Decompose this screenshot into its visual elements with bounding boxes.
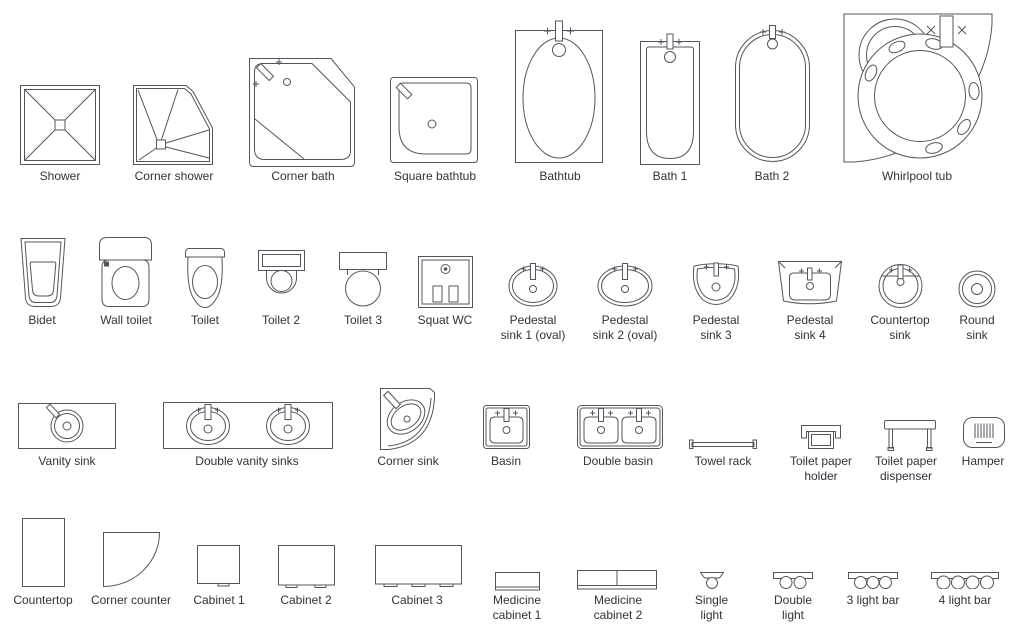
cabinet-3-icon [375, 545, 462, 587]
pedestal-sink-4-icon [777, 261, 843, 305]
bathtub-icon [515, 20, 603, 163]
pedestal-sink-3-label: Pedestal sink 3 [692, 313, 740, 342]
towel-rack-icon [689, 439, 757, 449]
cabinet-2-label: Cabinet 2 [280, 593, 332, 607]
squat-wc-icon [418, 256, 473, 308]
three-light-bar-label: 3 light bar [846, 593, 900, 607]
toilet-paper-dispenser-label: Toilet paper dispenser [874, 454, 938, 483]
bath-1-label: Bath 1 [652, 169, 688, 183]
toilet-paper-holder-icon [801, 425, 841, 449]
single-light-icon [700, 572, 724, 589]
pedestal-sink-3-icon [692, 262, 740, 305]
shower-label: Shower [39, 169, 81, 183]
corner-shower-label: Corner shower [134, 169, 214, 183]
double-light-label: Double light [773, 593, 813, 622]
squat-wc-label: Squat WC [417, 313, 473, 327]
corner-shower-icon [133, 85, 213, 165]
corner-sink-icon [380, 388, 435, 450]
double-basin-label: Double basin [582, 454, 654, 468]
wall-toilet-icon [99, 237, 152, 307]
shower-icon [20, 85, 100, 165]
basin-label: Basin [490, 454, 522, 468]
double-vanity-sinks-label: Double vanity sinks [195, 454, 299, 468]
round-sink-label: Round sink [959, 313, 995, 342]
whirlpool-tub-label: Whirlpool tub [881, 169, 953, 183]
medicine-cabinet-2-label: Medicine cabinet 2 [593, 593, 643, 622]
toilet-label: Toilet [190, 313, 219, 327]
pedestal-sink-1-icon [508, 263, 558, 307]
whirlpool-tub-icon [843, 13, 993, 163]
toilet-paper-dispenser-icon [884, 420, 936, 451]
round-sink-icon [958, 270, 996, 308]
corner-bath-icon [249, 58, 355, 167]
bidet-icon [20, 238, 66, 307]
bath-2-icon [735, 25, 810, 162]
corner-counter-label: Corner counter [90, 593, 172, 607]
wall-toilet-label: Wall toilet [100, 313, 152, 327]
bathtub-label: Bathtub [539, 169, 581, 183]
four-light-bar-label: 4 light bar [938, 593, 992, 607]
toilet-3-label: Toilet 3 [343, 313, 383, 327]
four-light-bar-icon [931, 572, 999, 589]
corner-bath-label: Corner bath [271, 169, 335, 183]
pedestal-sink-1-label: Pedestal sink 1 (oval) [500, 313, 566, 342]
vanity-sink-label: Vanity sink [38, 454, 96, 468]
cabinet-1-icon [197, 545, 240, 587]
double-vanity-sinks-icon [163, 402, 333, 449]
double-light-icon [773, 572, 813, 589]
corner-sink-label: Corner sink [377, 454, 439, 468]
pedestal-sink-4-label: Pedestal sink 4 [786, 313, 834, 342]
toilet-2-icon [258, 250, 305, 294]
pedestal-sink-2-icon [597, 263, 653, 307]
bath-2-label: Bath 2 [754, 169, 790, 183]
toilet-paper-holder-label: Toilet paper holder [789, 454, 853, 483]
bidet-label: Bidet [28, 313, 56, 327]
countertop-sink-icon [878, 264, 923, 308]
square-bathtub-icon [390, 77, 478, 163]
double-basin-icon [577, 405, 663, 449]
single-light-label: Single light [694, 593, 729, 622]
cabinet-3-label: Cabinet 3 [391, 593, 443, 607]
countertop-icon [22, 518, 65, 587]
basin-icon [483, 405, 530, 449]
medicine-cabinet-2-icon [577, 570, 657, 590]
vanity-sink-icon [18, 403, 116, 449]
countertop-label: Countertop [13, 593, 73, 607]
pedestal-sink-2-label: Pedestal sink 2 (oval) [592, 313, 658, 342]
hamper-label: Hamper [961, 454, 1005, 468]
three-light-bar-icon [848, 572, 898, 589]
toilet-2-label: Toilet 2 [261, 313, 301, 327]
toilet-3-icon [339, 252, 387, 307]
toilet-icon [185, 248, 225, 308]
towel-rack-label: Towel rack [694, 454, 752, 468]
bath-1-icon [640, 33, 700, 165]
cabinet-2-icon [278, 545, 335, 588]
countertop-sink-label: Countertop sink [870, 313, 930, 342]
square-bathtub-label: Square bathtub [393, 169, 477, 183]
corner-counter-icon [103, 532, 160, 587]
cabinet-1-label: Cabinet 1 [193, 593, 245, 607]
hamper-icon [963, 417, 1005, 448]
medicine-cabinet-1-label: Medicine cabinet 1 [492, 593, 542, 622]
medicine-cabinet-1-icon [495, 572, 540, 591]
